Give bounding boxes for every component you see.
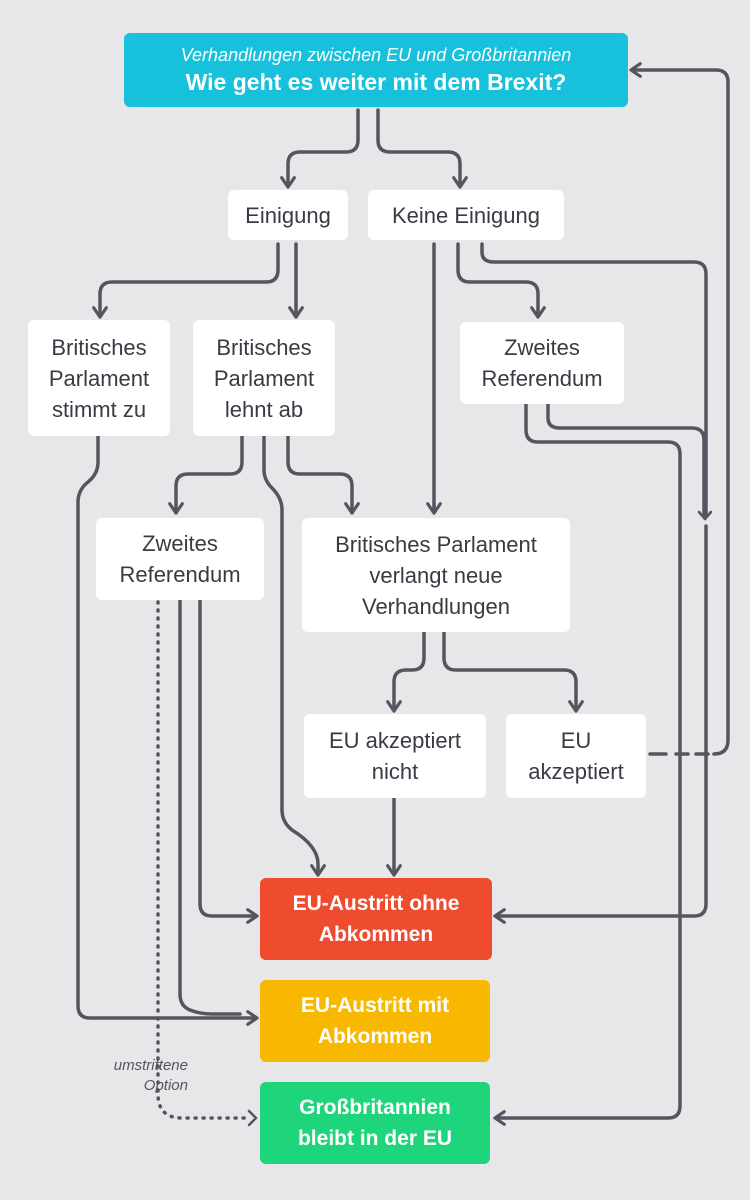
- connector-referendum-rechts-bleibt: [493, 402, 682, 1126]
- node-zweites-referendum-rechts: Zweites Referendum: [460, 322, 624, 404]
- connector-rueckkehr-titel: [629, 62, 730, 756]
- connector-keine-einigung-ohne-abkommen: [480, 242, 708, 518]
- node-eu-akzeptiert: EU akzeptiert: [506, 714, 646, 798]
- title-subtitle: Verhandlungen zwischen EU und Großbritan…: [180, 45, 572, 65]
- node-keine-einigung: Keine Einigung: [368, 190, 564, 240]
- connector-stimmt-zu-mit-abkommen: [76, 434, 259, 1026]
- node-eu-akzeptiert-nicht: EU akzeptiert nicht: [304, 714, 486, 798]
- node-neue-verhandlungen: Britisches Parlament verlangt neue Verha…: [302, 518, 570, 632]
- node-parlament-stimmt-zu: Britisches Parlament stimmt zu: [28, 320, 170, 436]
- annotation-umstrittene-option: umstrittene Option: [113, 1057, 188, 1094]
- connector-lehnt-ab-ohne-abkommen: [262, 434, 326, 877]
- connector-referendum-links-mit: [178, 598, 242, 1016]
- connector-right-rail-ohne-abkommen: [493, 524, 708, 924]
- node-parlament-lehnt-ab: Britisches Parlament lehnt ab: [193, 320, 335, 436]
- dotted-arrowhead: [247, 1109, 258, 1127]
- outcome-ohne-abkommen: EU-Austritt ohne Abkommen: [260, 878, 492, 960]
- connector-referendum-links-ohne: [198, 598, 259, 924]
- connector-keine-einigung-referendum: [456, 242, 546, 319]
- rail-arrow-tick: [697, 510, 713, 521]
- node-zweites-referendum-links: Zweites Referendum: [96, 518, 264, 600]
- title-box: Verhandlungen zwischen EU und Großbritan…: [124, 33, 628, 107]
- connector-title-keine-einigung: [376, 108, 468, 189]
- node-einigung: Einigung: [228, 190, 348, 240]
- connector-lehnt-ab-referendum: [168, 434, 244, 515]
- connector-verhandlungen-nicht: [386, 630, 426, 713]
- connector-referendum-rechts-ohne: [546, 402, 706, 518]
- connector-verhandlungen-akzeptiert: [442, 630, 584, 713]
- outcome-bleibt-in-der-eu: Großbritannien bleibt in der EU: [260, 1082, 490, 1164]
- connector-umstrittene-option: [156, 600, 252, 1120]
- connector-lehnt-ab-verhandlungen: [286, 434, 360, 515]
- connector-title-einigung: [280, 108, 360, 189]
- title-heading: Wie geht es weiter mit dem Brexit?: [185, 69, 567, 95]
- connector-einigung-stimmt-zu: [92, 242, 280, 319]
- outcome-mit-abkommen: EU-Austritt mit Abkommen: [260, 980, 490, 1062]
